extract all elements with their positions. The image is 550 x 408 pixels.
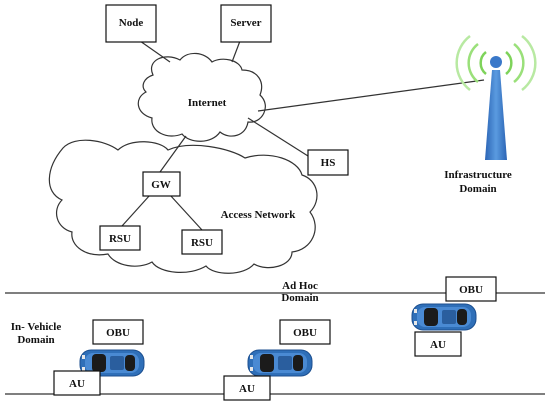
- obu-label-2: OBU: [293, 327, 317, 339]
- in-vehicle-domain-label-line1: In- Vehicle: [11, 321, 62, 333]
- access-network-cloud: [48, 139, 318, 274]
- antenna-tower-icon: [455, 35, 537, 160]
- gw-rsu-left-link: [121, 194, 151, 227]
- server-box: [220, 4, 272, 43]
- hs-label: HS: [321, 157, 336, 169]
- gw-rsu-right-link: [169, 194, 203, 231]
- obu-box-1: [92, 319, 144, 345]
- rsu-right-label: RSU: [191, 237, 213, 249]
- rsu-left-box: [99, 225, 141, 251]
- au-label-2: AU: [239, 383, 255, 395]
- obu-box-3: [445, 276, 497, 302]
- infrastructure-domain-label-line1: Infrastructure: [444, 169, 512, 181]
- in-vehicle-domain-label-line2: Domain: [17, 334, 54, 346]
- internet-tower-link: [257, 79, 485, 112]
- node-internet-link: [139, 40, 171, 63]
- car-icon-2: [247, 349, 313, 377]
- car-icon-3: [411, 303, 477, 331]
- node-label: Node: [119, 17, 144, 29]
- au-label-3: AU: [430, 339, 446, 351]
- au-label-1: AU: [69, 378, 85, 390]
- au-box-1: [53, 370, 101, 396]
- server-label: Server: [230, 17, 261, 29]
- hs-box: [307, 149, 349, 176]
- internet-cloud: [137, 52, 266, 142]
- internet-label: Internet: [188, 97, 227, 109]
- server-internet-link: [231, 40, 241, 63]
- au-box-2: [223, 375, 271, 401]
- obu-label-1: OBU: [106, 327, 130, 339]
- ad-hoc-domain-label-line1: Ad Hoc: [282, 280, 318, 292]
- access-network-label: Access Network: [221, 209, 297, 221]
- rsu-left-label: RSU: [109, 233, 131, 245]
- rsu-right-box: [181, 229, 223, 255]
- internet-hs-link: [247, 117, 309, 157]
- au-box-3: [414, 331, 462, 357]
- gw-label: GW: [151, 179, 171, 191]
- obu-box-2: [279, 319, 331, 345]
- ad-hoc-domain-label-line2: Domain: [281, 292, 318, 304]
- infrastructure-domain-label-line2: Domain: [459, 183, 496, 195]
- gw-box: [142, 171, 181, 197]
- obu-label-3: OBU: [459, 284, 483, 296]
- node-box: [105, 4, 157, 43]
- internet-gw-link: [159, 135, 187, 173]
